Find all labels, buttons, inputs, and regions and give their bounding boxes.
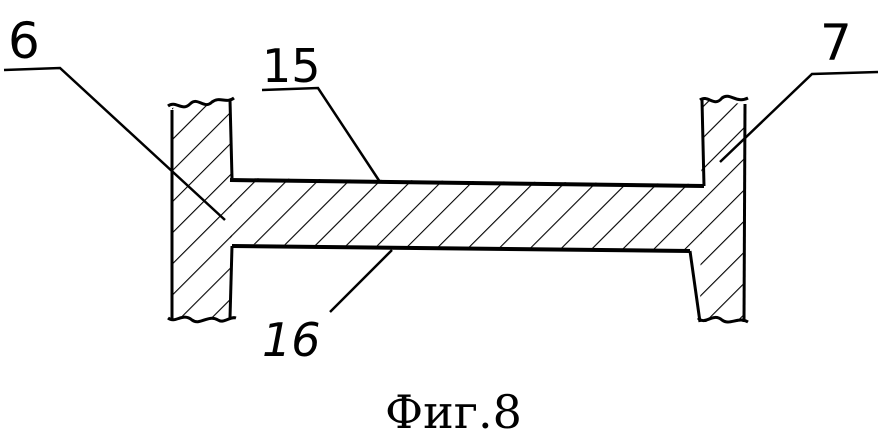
label-7: 7 (820, 14, 852, 72)
leader-7 (719, 70, 879, 163)
label-6: 6 (8, 12, 40, 70)
label-15: 15 (262, 39, 321, 93)
figure-caption: Фиг.8 (385, 385, 522, 439)
left-wall-part-6 (167, 96, 237, 324)
right-wall-part-7 (688, 94, 749, 324)
leader-15 (261, 86, 382, 183)
connecting-bar (229, 178, 705, 253)
leader-16 (329, 249, 393, 313)
leader-lines (3, 66, 879, 313)
label-16: 16 (262, 313, 321, 367)
leader-6 (3, 66, 226, 221)
